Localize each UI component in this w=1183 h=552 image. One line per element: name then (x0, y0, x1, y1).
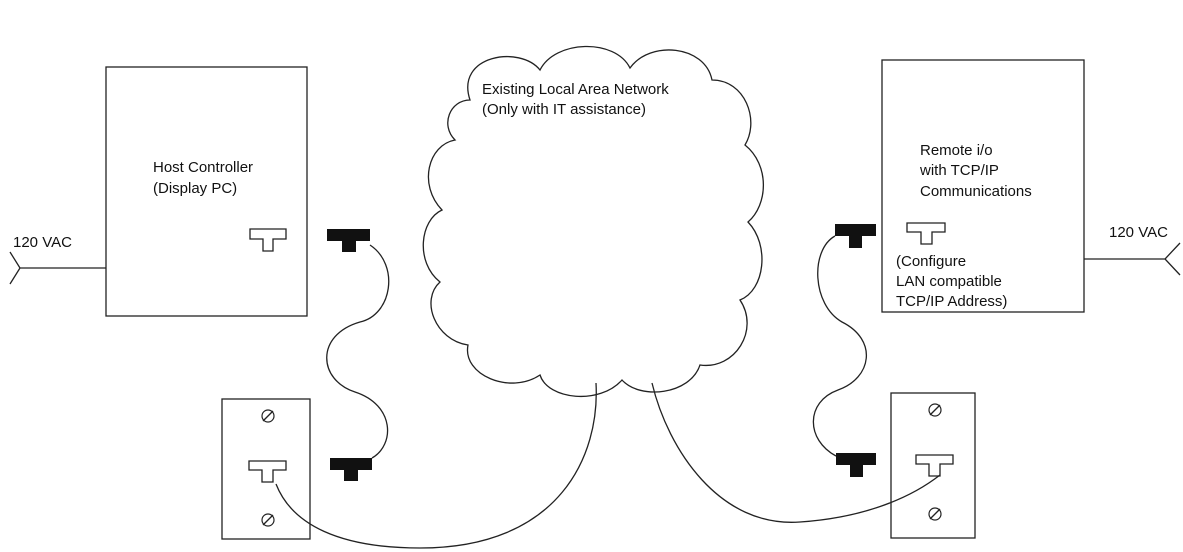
remote-ethernet-port-icon (906, 222, 946, 245)
remote-config-note-line2: LAN compatible (896, 273, 1002, 290)
right-top-plug-icon (835, 224, 876, 248)
cloud-title: Existing Local Area Network (482, 81, 669, 98)
cloud-subtitle: (Only with IT assistance) (482, 101, 646, 118)
lan-drop-right (651, 382, 941, 523)
lan-drop-left (275, 382, 597, 549)
remote-power-cord (1084, 242, 1181, 276)
remote-io-label-line2: with TCP/IP (919, 162, 999, 179)
host-controller-label: Host Controller (153, 159, 253, 176)
left-patch-cable (326, 244, 390, 459)
host-power-cord (9, 251, 106, 285)
left-top-plug-icon (327, 229, 370, 252)
left-plate-jack-icon (248, 460, 287, 483)
remote-power-label: 120 VAC (1109, 224, 1168, 241)
right-bottom-plug-icon (836, 453, 876, 477)
left-bottom-plug-icon (330, 458, 372, 481)
host-power-label: 120 VAC (13, 234, 72, 251)
remote-io-box (881, 59, 1085, 313)
host-controller-sublabel: (Display PC) (153, 180, 237, 197)
remote-io-label: Remote i/o (920, 142, 993, 159)
remote-config-note-line3: TCP/IP Address) (896, 293, 1007, 310)
right-patch-cable (812, 235, 868, 457)
host-controller-box (105, 66, 308, 317)
remote-config-note-line1: (Configure (896, 253, 966, 270)
right-plate-jack-icon (915, 454, 954, 477)
host-ethernet-port-icon (249, 228, 287, 252)
lan-cloud (422, 45, 765, 398)
remote-io-label-line3: Communications (920, 183, 1032, 200)
